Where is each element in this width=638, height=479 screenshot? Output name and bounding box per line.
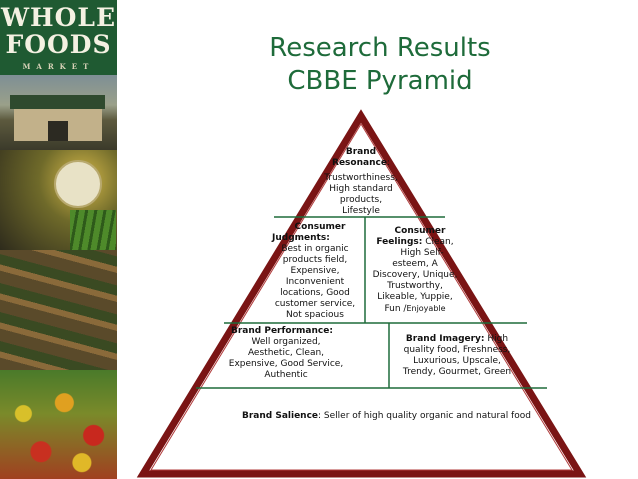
judgments-line: customer service, [274, 299, 356, 309]
feelings-line: Likeable, Yuppie, [377, 292, 453, 302]
imagery-label: Brand Imagery: [405, 334, 485, 344]
judgments-line: locations, Good [280, 288, 350, 298]
feelings-line: Discovery, Unique, [372, 270, 458, 280]
slide-title-line-1: Research Results [269, 33, 491, 63]
feelings-line: esteem, A [392, 259, 438, 269]
feelings-line: High Self- [400, 248, 444, 258]
feelings-last-line-a: Fun / [384, 304, 407, 314]
brand-resonance-block: Brand Resonance: Trustworthiness, High s… [310, 147, 412, 217]
logo-line-3: MARKET [22, 62, 95, 71]
salience-text: : Seller of high quality organic and nat… [318, 411, 531, 421]
brand-salience-block: Brand Salience: Seller of high quality o… [200, 411, 572, 422]
organic-sign-icon [54, 160, 102, 208]
judgments-line: products field, [282, 255, 348, 265]
pyramid-inner-border [150, 123, 573, 471]
performance-line: Aesthetic, Clean, [247, 348, 325, 358]
feelings-after-label: Clean, [422, 237, 454, 247]
brand-resonance-label-2: Resonance [332, 158, 387, 168]
store-front-photo [0, 75, 117, 150]
judgments-line: Best in organic [281, 244, 349, 254]
judgments-line: Not spacious [286, 310, 344, 320]
resonance-line: High standard [329, 184, 393, 194]
logo-line-1: WHOLE [0, 3, 117, 32]
photo-collage-strip: WHOLE FOODS MARKET [0, 0, 117, 479]
judgments-line: Expensive, [290, 266, 340, 276]
performance-line: Well organized, [251, 337, 321, 347]
imagery-after-label: High [484, 334, 509, 344]
slide-title-line-2: CBBE Pyramid [287, 66, 473, 96]
whole-foods-logo: WHOLE FOODS MARKET [0, 0, 117, 75]
judgments-label-2: Judgments: [272, 233, 330, 243]
imagery-line: Trendy, Gourmet, Green [402, 367, 512, 377]
pyramid-outline [136, 109, 587, 478]
performance-line: Authentic [264, 370, 308, 380]
fruit-display-photo [0, 370, 117, 479]
consumer-judgments-block: Consumer Judgments: Best in organic prod… [268, 222, 362, 321]
brand-resonance-label-1: Brand [345, 147, 377, 157]
judgments-label-1: Consumer [294, 222, 346, 232]
brand-performance-block: Brand Performance: Well organized, Aesth… [226, 326, 346, 381]
imagery-line: Luxurious, Upscale, [413, 356, 501, 366]
consumer-feelings-block: Consumer Feelings: Clean, High Self- est… [368, 226, 462, 315]
feelings-label-2: Feelings: [376, 237, 423, 247]
performance-line: Expensive, Good Service, [228, 359, 344, 369]
brand-resonance-colon: : [386, 158, 390, 168]
produce-bins-photo [0, 250, 117, 370]
imagery-line: quality food, Freshness, [403, 345, 511, 355]
resonance-line: products, [339, 195, 383, 205]
feelings-label-1: Consumer [394, 226, 446, 236]
salience-label: Brand Salience [242, 411, 319, 421]
brand-imagery-block: Brand Imagery: High quality food, Freshn… [392, 334, 522, 378]
logo-line-2: FOODS [5, 30, 112, 59]
certified-organic-photo [0, 150, 117, 250]
cucumbers-image [70, 210, 116, 250]
performance-label: Brand Performance: [231, 326, 333, 336]
feelings-line: Trustworthy, [387, 281, 443, 291]
resonance-line: Lifestyle [342, 206, 380, 216]
feelings-last-line-b: Enjoyable [406, 304, 446, 313]
judgments-line: Inconvenient [285, 277, 345, 287]
resonance-line: Trustworthiness, [324, 173, 398, 183]
